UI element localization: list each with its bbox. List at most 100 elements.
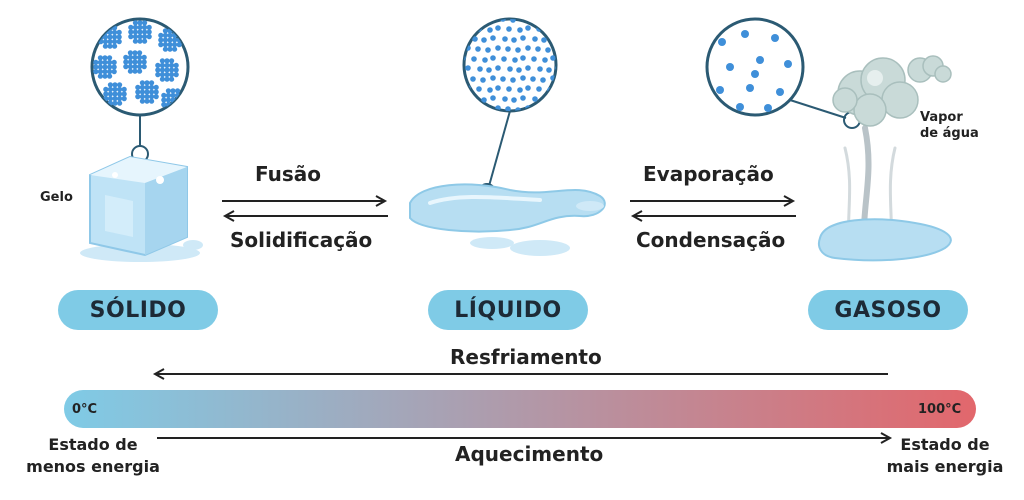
solid-particle bbox=[107, 86, 113, 92]
liquid-particle bbox=[535, 106, 541, 111]
solid-particle bbox=[132, 29, 138, 35]
solid-particle bbox=[116, 29, 122, 35]
solid-particle bbox=[161, 92, 167, 98]
liquid-particle bbox=[532, 36, 538, 42]
min-temperature-label: 0°C bbox=[72, 402, 98, 417]
solid-particle bbox=[155, 72, 161, 78]
liquid-particle bbox=[482, 57, 488, 63]
solid-particle bbox=[127, 50, 133, 56]
solid-particle bbox=[132, 59, 138, 65]
solid-particle bbox=[132, 38, 138, 44]
liquid-particle bbox=[486, 67, 492, 73]
solid-particle bbox=[165, 97, 171, 103]
max-temperature-label: 100°C bbox=[918, 402, 962, 417]
solid-particle bbox=[135, 89, 141, 95]
solid-particle bbox=[153, 89, 159, 95]
solid-particle bbox=[112, 100, 118, 106]
liquid-particle bbox=[517, 27, 523, 33]
fusion-label: Fusão bbox=[255, 162, 322, 186]
liquid-particle bbox=[480, 19, 486, 23]
solid-particle bbox=[164, 76, 170, 82]
liquid-particle bbox=[517, 87, 523, 93]
solid-particle bbox=[117, 86, 123, 92]
solid-particle bbox=[142, 24, 148, 30]
solid-particle bbox=[139, 89, 145, 95]
gas-particle bbox=[741, 30, 749, 38]
solid-particle bbox=[164, 67, 170, 73]
liquid-particle bbox=[555, 105, 556, 111]
solid-particle bbox=[164, 58, 170, 64]
liquid-particle bbox=[505, 106, 511, 111]
liquid-particle bbox=[477, 66, 483, 72]
solid-particle bbox=[127, 59, 133, 65]
liquid-particle bbox=[470, 19, 476, 22]
solid-particle bbox=[132, 64, 138, 70]
liquid-particle bbox=[464, 19, 466, 21]
solid-particle bbox=[142, 29, 148, 35]
solid-particle bbox=[167, 42, 173, 48]
low-energy-line2: menos energia bbox=[26, 457, 160, 476]
evaporation-label: Evaporação bbox=[643, 162, 774, 186]
liquid-particle bbox=[476, 86, 482, 92]
solid-particle bbox=[167, 37, 173, 43]
solid-particle bbox=[179, 102, 185, 108]
solid-particle bbox=[128, 34, 134, 40]
liquid-particle bbox=[490, 35, 496, 41]
liquid-particle bbox=[542, 57, 548, 63]
solid-particle bbox=[155, 67, 161, 73]
solid-particle bbox=[107, 91, 113, 97]
liquid-particle bbox=[471, 56, 477, 62]
liquid-particle bbox=[485, 47, 491, 53]
liquid-particle bbox=[481, 97, 487, 103]
gas-particle bbox=[736, 103, 744, 111]
liquid-particle bbox=[495, 85, 501, 91]
solid-particle bbox=[137, 24, 143, 30]
solid-particle bbox=[132, 54, 138, 61]
liquid-particle bbox=[525, 25, 531, 31]
solid-particle bbox=[117, 82, 123, 88]
solid-particle bbox=[123, 54, 129, 61]
solid-particle bbox=[139, 94, 145, 100]
liquid-particle bbox=[507, 66, 513, 72]
solid-particle bbox=[165, 88, 171, 94]
solid-particle bbox=[179, 97, 185, 103]
solid-particle bbox=[141, 59, 147, 65]
solid-particle bbox=[146, 34, 152, 40]
solid-particle bbox=[117, 100, 123, 106]
solid-particle bbox=[159, 76, 165, 82]
water-vapor-label-line1: Vapor bbox=[920, 110, 963, 125]
solid-particle bbox=[175, 88, 181, 94]
liquid-particle bbox=[490, 75, 496, 81]
high-energy-line1: Estado de bbox=[900, 435, 990, 454]
solid-particle bbox=[132, 50, 138, 56]
liquid-particle bbox=[550, 95, 556, 101]
gas-molecules-magnifier bbox=[705, 17, 861, 129]
solid-particle bbox=[97, 55, 103, 61]
solid-particle bbox=[167, 32, 173, 38]
solid-particle bbox=[107, 34, 113, 40]
solid-particle bbox=[102, 69, 108, 75]
high-energy-line2: mais energia bbox=[886, 457, 1004, 476]
liquid-particle bbox=[495, 65, 501, 71]
solidification-arrow bbox=[222, 210, 388, 222]
ice-cube-illustration bbox=[80, 155, 203, 262]
heating-arrow bbox=[157, 432, 893, 444]
solid-particle bbox=[159, 72, 165, 78]
solid-molecules-magnifier bbox=[90, 17, 190, 163]
solid-particle bbox=[111, 64, 117, 70]
solid-particle bbox=[132, 24, 138, 30]
solid-particle bbox=[102, 43, 108, 49]
water-vapor-label-line2: de água bbox=[920, 126, 979, 141]
cooling-arrow bbox=[152, 368, 888, 380]
solid-particle bbox=[164, 62, 170, 68]
solid-particle bbox=[116, 34, 122, 40]
liquid-particle bbox=[550, 55, 556, 61]
low-energy-line1: Estado de bbox=[48, 435, 138, 454]
solid-particle bbox=[146, 29, 152, 35]
liquid-particle bbox=[465, 25, 471, 31]
solid-particle bbox=[112, 43, 118, 49]
solid-particle bbox=[153, 94, 159, 100]
solid-particle bbox=[111, 69, 117, 75]
liquid-particle bbox=[555, 25, 556, 31]
liquid-particle bbox=[555, 45, 556, 51]
